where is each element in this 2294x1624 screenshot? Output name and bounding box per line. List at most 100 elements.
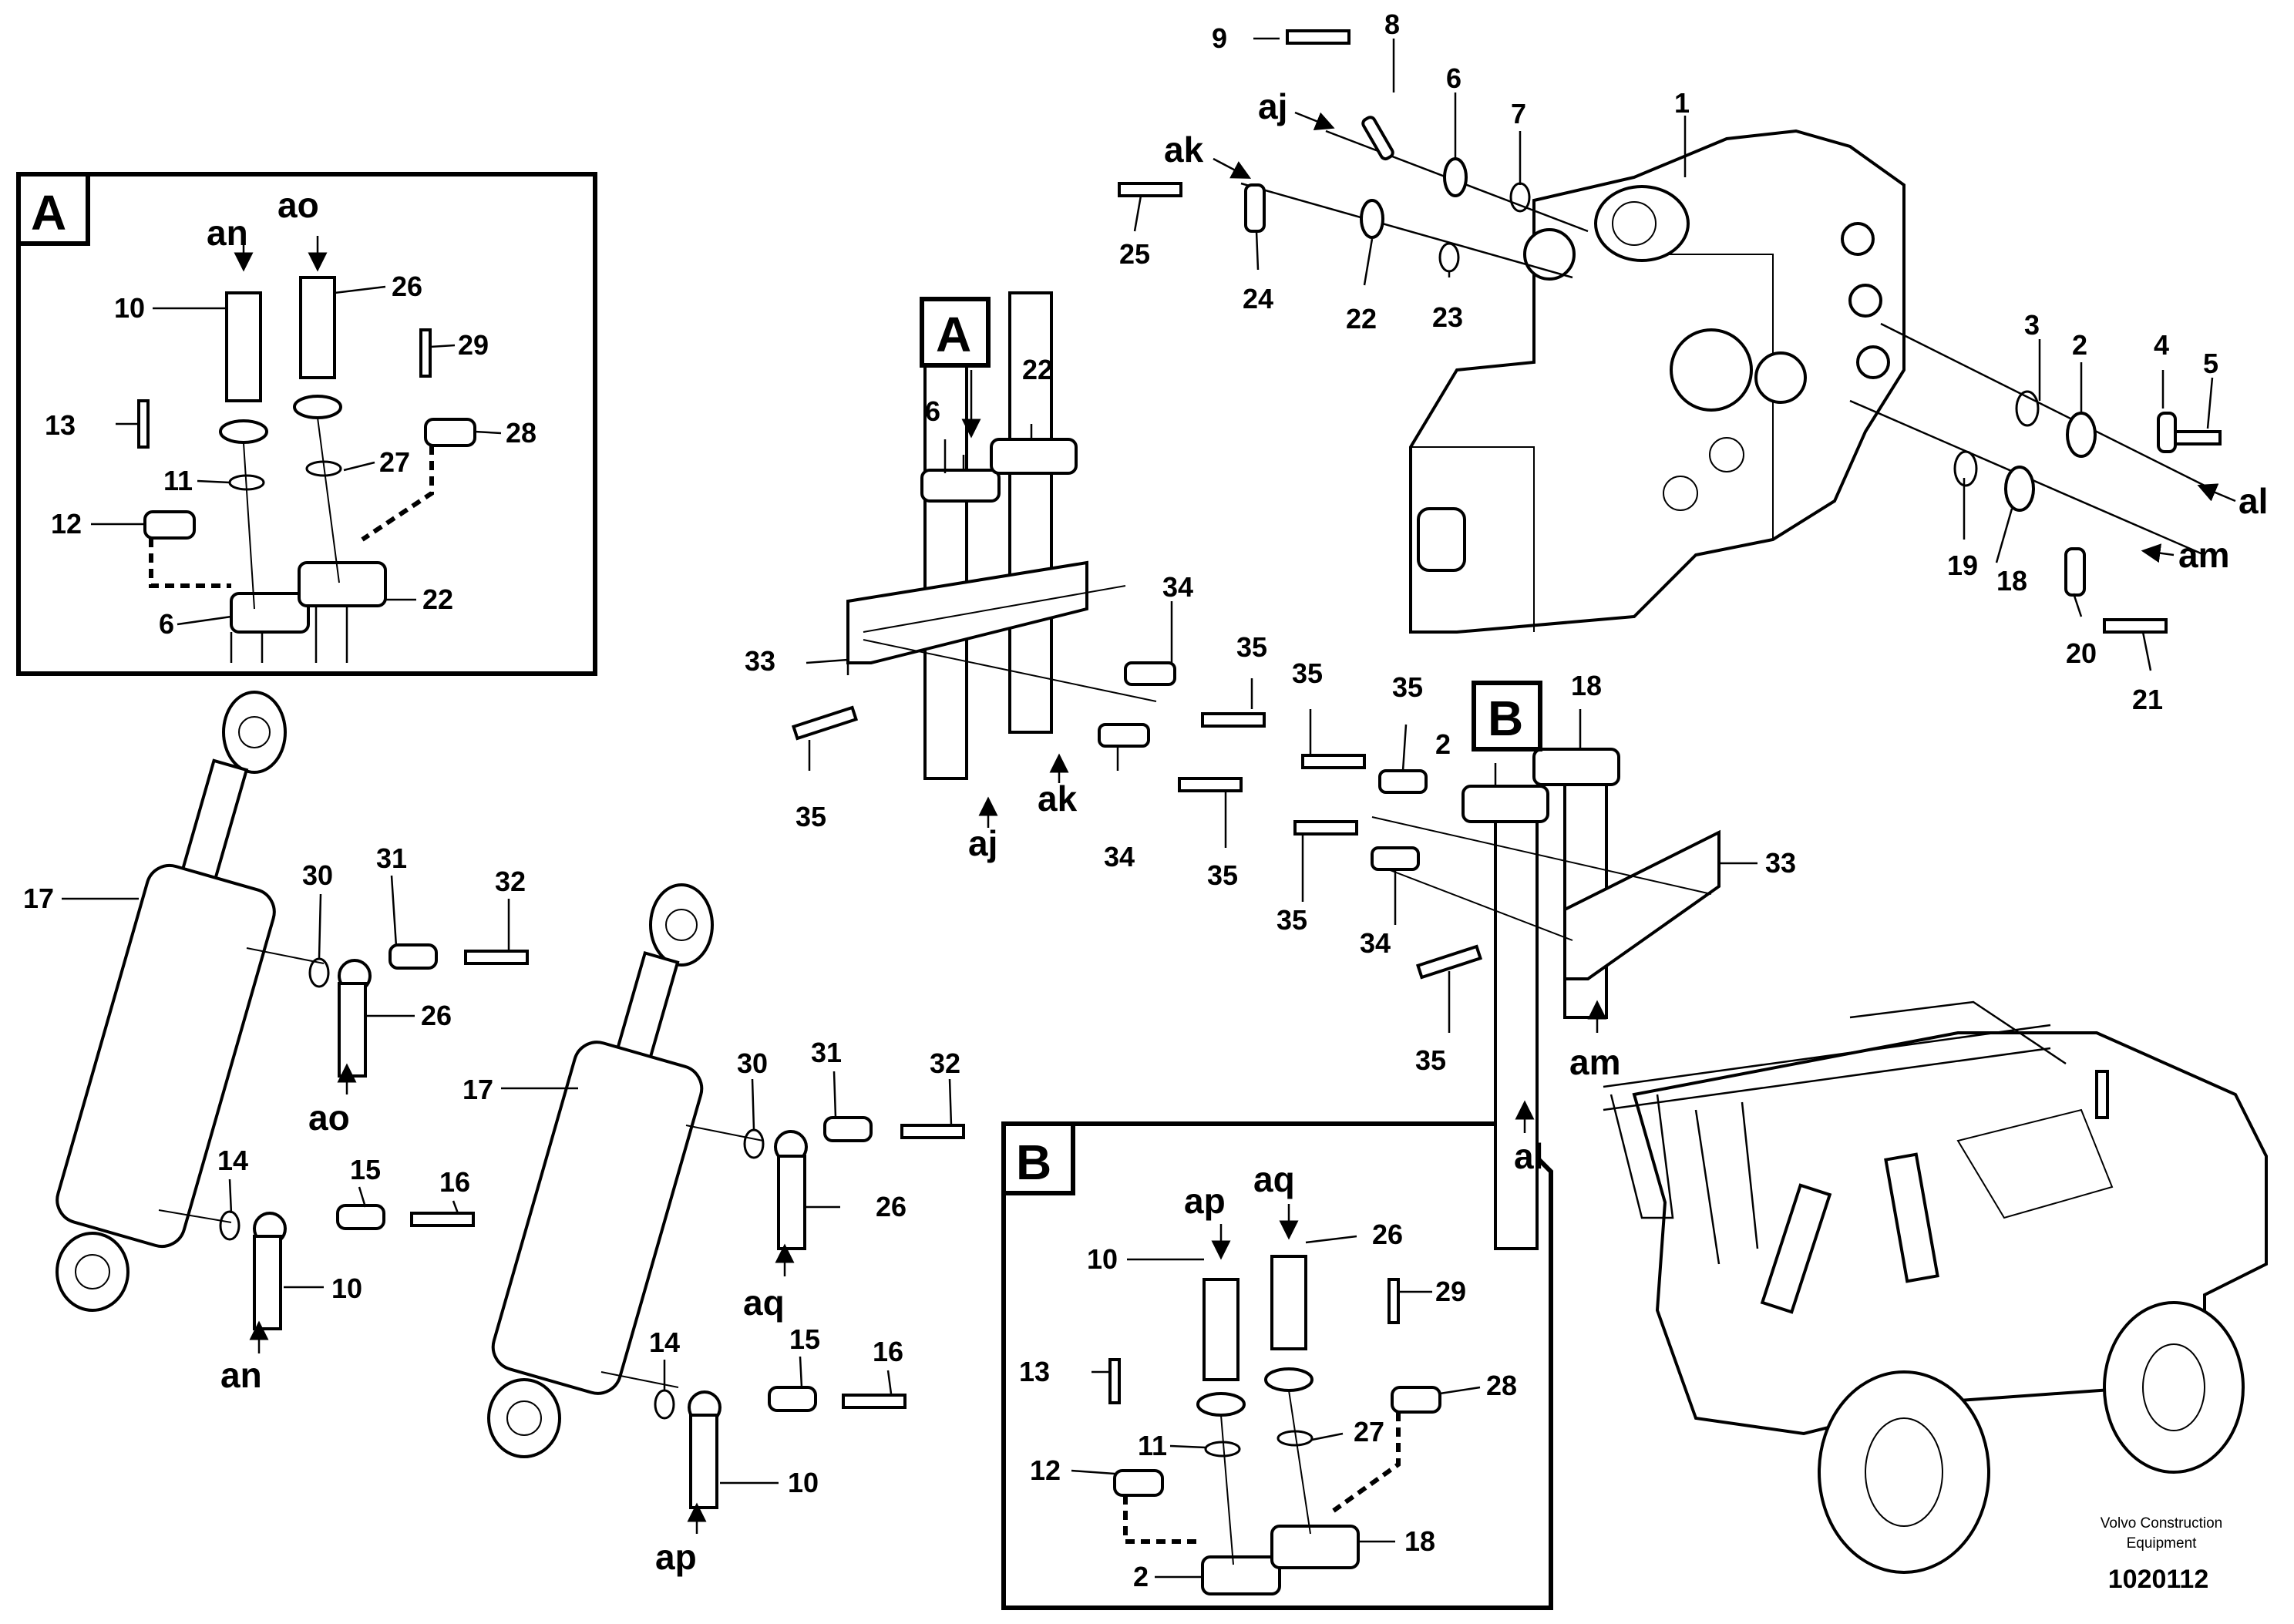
bolt-35-b2 <box>1293 820 1358 836</box>
valve-label-19: 19 <box>1947 550 1978 581</box>
valve-bolt-21 <box>2103 618 2168 634</box>
label-35-a1: 35 <box>1236 631 1267 663</box>
detail-b-label-ap: ap <box>1184 1181 1226 1221</box>
detail-b-flange-2 <box>1201 1555 1281 1595</box>
cylinder-right-label-15: 15 <box>789 1323 820 1355</box>
detail-a-label-12: 12 <box>51 508 82 540</box>
cylinder-right-eye <box>649 883 714 967</box>
cylinder-right-label-31: 31 <box>811 1037 842 1068</box>
bolt-35-b1 <box>1301 754 1366 769</box>
cylinder-right-label-14: 14 <box>649 1326 680 1358</box>
flange-2-b <box>1462 785 1549 823</box>
detail-b-hose-ap <box>1202 1278 1240 1381</box>
detail-a-label-29: 29 <box>458 329 489 361</box>
valve-clamp-4 <box>2157 412 2177 453</box>
cylinder-left-label-an: an <box>220 1355 262 1395</box>
credit-line-1: Volvo Construction <box>2101 1515 2222 1532</box>
cylinder-left-barrel <box>56 863 276 1249</box>
detail-a-fitting-an <box>219 419 268 444</box>
valve-label-24: 24 <box>1243 283 1273 314</box>
label-35-b3: 35 <box>1415 1044 1446 1076</box>
detail-a-label-an: an <box>207 213 248 253</box>
valve-clamp-20 <box>2064 547 2086 597</box>
cylinder-right-barrel <box>491 1041 704 1395</box>
valve-label-22: 22 <box>1346 303 1377 335</box>
cylinder-left: 17 30 31 32 26 ao 14 15 16 10 an <box>23 691 529 1395</box>
valve-label-1: 1 <box>1674 87 1690 119</box>
cylinder-left-label-30: 30 <box>302 859 333 891</box>
label-35-b1: 35 <box>1292 657 1323 689</box>
cylinder-right-label-17: 17 <box>462 1074 493 1105</box>
cylinder-left-rod <box>180 758 249 883</box>
detail-b-clamp-28 <box>1391 1386 1441 1414</box>
valve-label-al: al <box>2238 481 2268 521</box>
detail-a-screw-13 <box>137 399 150 449</box>
valve-label-25: 25 <box>1119 238 1150 270</box>
valve-label-6: 6 <box>1446 62 1462 94</box>
valve-label-8: 8 <box>1384 8 1400 40</box>
bracket-33-b <box>1563 829 1720 980</box>
detail-a-flange-22 <box>298 561 387 607</box>
cylinder-right-base-eye <box>487 1378 561 1458</box>
clip-34-b2 <box>1371 846 1420 871</box>
loader-machine-illustration <box>1603 1000 2268 1574</box>
callout-b-letter: B <box>1488 691 1523 746</box>
detail-b-screw-29 <box>1388 1278 1400 1324</box>
valve-label-23: 23 <box>1432 301 1463 333</box>
label-34-b1: 35 <box>1392 671 1423 703</box>
valve-label-21: 21 <box>2132 684 2163 715</box>
label-34-b2: 34 <box>1360 927 1391 959</box>
cylinder-right-label-aq: aq <box>743 1283 785 1323</box>
detail-b-label-28: 28 <box>1486 1370 1517 1401</box>
valve-label-18: 18 <box>1996 565 2027 597</box>
detail-a-flange-6 <box>230 592 310 634</box>
valve-label-7: 7 <box>1511 98 1526 129</box>
detail-a-hose-ao <box>299 276 336 379</box>
cylinder-left-label-17: 17 <box>23 883 54 914</box>
detail-a-hose-an <box>225 291 262 402</box>
valve-flange-18 <box>2004 466 2035 512</box>
cylinder-left-base-eye <box>56 1232 130 1312</box>
cylinder-right-label-16: 16 <box>873 1336 903 1367</box>
detail-a-screw-29 <box>419 328 432 378</box>
cylinder-right-label-30: 30 <box>737 1047 768 1079</box>
flange-22-a <box>990 438 1078 475</box>
detail-a-label-ao: ao <box>278 185 319 225</box>
tube-brackets: A 6 22 34 33 35 35 35 aj ak 34 B 35 35 1… <box>745 291 1796 1250</box>
valve-clamp-24 <box>1244 183 1266 233</box>
detail-a-clamp-28 <box>424 418 476 447</box>
detail-b-label-27: 27 <box>1354 1416 1384 1447</box>
valve-flange-6 <box>1443 157 1468 197</box>
cylinder-left-label-31: 31 <box>376 842 407 874</box>
valve-label-20: 20 <box>2066 637 2097 669</box>
callout-a-badge <box>920 297 991 368</box>
cylinder-right-hose-10 <box>689 1414 718 1509</box>
valve-flange-2 <box>2066 412 2097 458</box>
valve-label-4: 4 <box>2154 329 2169 361</box>
label-35-a3: 35 <box>1207 859 1238 891</box>
cylinder-left-label-32: 32 <box>495 866 526 897</box>
valve-bolt-9 <box>1286 29 1350 45</box>
tube-aj <box>923 299 968 780</box>
detail-b-label-10: 10 <box>1087 1243 1118 1275</box>
cylinder-left-label-10: 10 <box>331 1273 362 1304</box>
callout-a-letter: A <box>936 307 971 362</box>
clip-34-a1 <box>1124 661 1176 686</box>
label-18-b: 18 <box>1571 670 1602 701</box>
label-aj-bottom: aj <box>968 823 997 863</box>
detail-b: B ap aq 10 26 29 13 28 11 27 12 2 18 <box>1001 1121 1553 1610</box>
cylinder-left-hose-10 <box>253 1235 282 1330</box>
control-valve-assembly: 9 8 6 7 1 aj ak 25 24 22 23 3 2 4 5 al 1… <box>1118 8 2268 715</box>
detail-a-letter: A <box>31 185 66 240</box>
label-6-a: 6 <box>925 395 940 427</box>
detail-b-label-26: 26 <box>1372 1219 1403 1250</box>
label-am-bottom: am <box>1569 1042 1620 1082</box>
bolt-35-a3 <box>1178 777 1243 792</box>
label-ak-bottom: ak <box>1038 778 1078 819</box>
label-35-a2: 35 <box>796 801 826 832</box>
cylinder-right-hose-26 <box>777 1155 806 1250</box>
valve-label-2: 2 <box>2072 329 2087 361</box>
valve-label-9: 9 <box>1212 22 1227 54</box>
